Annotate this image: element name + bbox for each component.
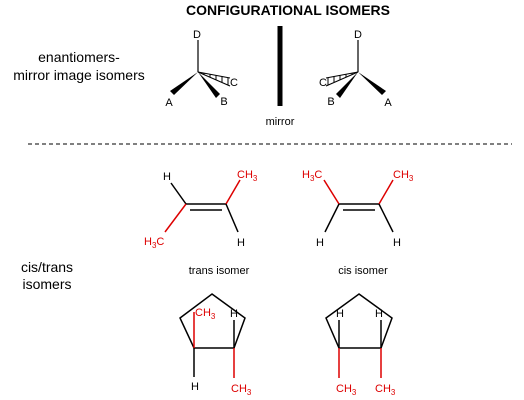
left-enantiomer: D A B C [165, 29, 238, 109]
bond-h-bottom-left [324, 203, 340, 233]
wedge-bond-right [198, 72, 220, 98]
atom-b: B [220, 96, 227, 108]
bond-h-top-left [170, 182, 187, 205]
atom-h: H [230, 308, 238, 320]
atom-h: H [237, 237, 245, 249]
group-ch3: CH3 [375, 383, 396, 397]
page-title: CONFIGURATIONAL ISOMERS [186, 2, 390, 18]
atom-d: D [193, 29, 201, 41]
wedge-bond-right [358, 72, 386, 95]
hashed-bond-back [325, 71, 359, 87]
bond-h-bottom-right [225, 203, 239, 233]
cis-cyclopentane: H H CH3 CH3 [325, 293, 396, 397]
atom-a: A [384, 97, 392, 109]
enantiomers-label-line2: mirror image isomers [13, 67, 144, 83]
group-ch3: CH3 [393, 169, 414, 183]
wedge-bond-left [336, 72, 358, 98]
bond-ch3-top-right [378, 179, 394, 205]
atom-a: A [165, 97, 173, 109]
group-h3c: H3C [302, 169, 322, 183]
trans-isomer-label: trans isomer [189, 265, 250, 277]
enantiomers-label-line1: enantiomers- [38, 49, 120, 65]
mirror-label: mirror [266, 116, 295, 128]
bond-ch3-top-right [225, 179, 241, 205]
atom-h: H [393, 237, 401, 249]
wedge-bond-left [170, 72, 198, 95]
atom-d: D [354, 29, 362, 41]
atom-h: H [336, 308, 344, 320]
trans-alkene: H H CH3 H3C [144, 169, 258, 250]
ring [325, 293, 393, 349]
group-ch3: CH3 [195, 307, 216, 321]
group-ch3: CH3 [336, 383, 357, 397]
right-enantiomer: D B A C [319, 29, 392, 109]
bond-ch3-bottom-left [164, 203, 187, 233]
atom-h: H [375, 308, 383, 320]
trans-cyclopentane: CH3 H H CH3 [179, 293, 252, 397]
atom-b: B [327, 96, 334, 108]
ring [179, 293, 246, 349]
cis-trans-label-line1: cis/trans [21, 259, 73, 275]
group-ch3: CH3 [237, 169, 258, 183]
group-ch3: CH3 [231, 383, 252, 397]
atom-h: H [316, 237, 324, 249]
cis-isomer-label: cis isomer [338, 265, 388, 277]
cis-trans-label-line2: isomers [22, 276, 71, 292]
bond-h-bottom-right [378, 203, 394, 233]
atom-h: H [163, 171, 171, 183]
group-h3c: H3C [144, 236, 164, 250]
hashed-bond-back [197, 71, 231, 87]
atom-c: C [319, 77, 327, 89]
atom-c: C [230, 77, 238, 89]
bond-ch3-top-left [323, 179, 340, 205]
cis-alkene: H3C CH3 H H [302, 169, 414, 249]
atom-h: H [191, 381, 199, 393]
